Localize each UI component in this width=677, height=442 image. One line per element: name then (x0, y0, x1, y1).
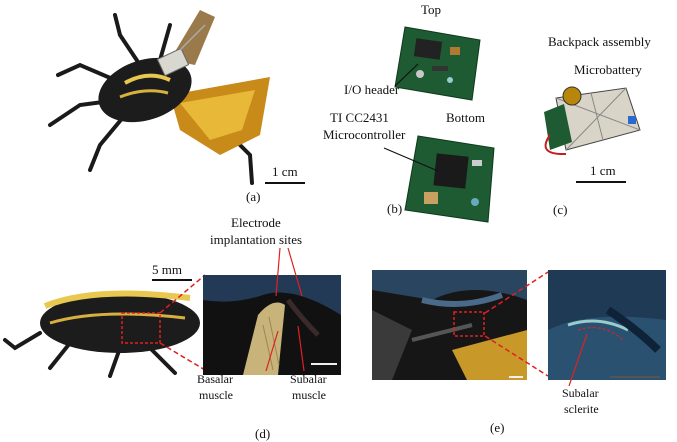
mcu-label-line2: Microcontroller (323, 127, 406, 142)
photo-beetle-side (3, 290, 200, 378)
bottom-label: Bottom (446, 110, 486, 125)
basalar-label-line1: Basalar (197, 372, 233, 386)
scale-bar-a (265, 182, 305, 184)
scale-c-label: 1 cm (590, 163, 616, 178)
scale-d-label: 5 mm (152, 262, 182, 277)
subalar-label-line1: Subalar (290, 372, 327, 386)
sclerite-label-line2: sclerite (564, 402, 599, 416)
backpack-on-beetle (156, 47, 190, 77)
panel-b-label: (b) (387, 201, 403, 216)
io-header-label: I/O header (344, 82, 400, 97)
electrode-label-line2: implantation sites (210, 232, 303, 247)
io-header-pointer (394, 63, 419, 87)
electrode-pointers (265, 247, 305, 372)
mcu-pointer (383, 147, 439, 172)
microbattery-label: Microbattery (574, 62, 642, 77)
photo-muscle-closeup (203, 275, 341, 375)
panel-e-label: (e) (490, 420, 505, 435)
photo-wing-base (372, 270, 527, 380)
photo-sclerite-closeup (548, 270, 666, 380)
photo-flying-beetle (48, 10, 270, 185)
photo-pcb-bottom (404, 135, 495, 223)
backpack-label: Backpack assembly (548, 34, 651, 49)
basalar-label-line2: muscle (199, 388, 233, 402)
scale-bar-d (152, 279, 192, 281)
photo-backpack-assembly (544, 86, 641, 156)
scale-bar-c (576, 181, 626, 183)
panel-d-label: (d) (255, 426, 271, 441)
callout-lines-e (484, 271, 549, 377)
panel-c-label: (c) (553, 202, 568, 217)
photo-pcb-top (394, 26, 481, 101)
sclerite-pointer (568, 333, 588, 387)
scale-a-label: 1 cm (272, 164, 298, 179)
subalar-label-line2: muscle (292, 388, 326, 402)
panel-a-label: (a) (246, 189, 261, 204)
callout-lines-d (159, 274, 206, 371)
electrode-label-line1: Electrode (231, 215, 281, 230)
sclerite-label-line1: Subalar (562, 386, 599, 400)
top-label: Top (421, 2, 442, 17)
mcu-label-line1: TI CC2431 (330, 110, 389, 125)
